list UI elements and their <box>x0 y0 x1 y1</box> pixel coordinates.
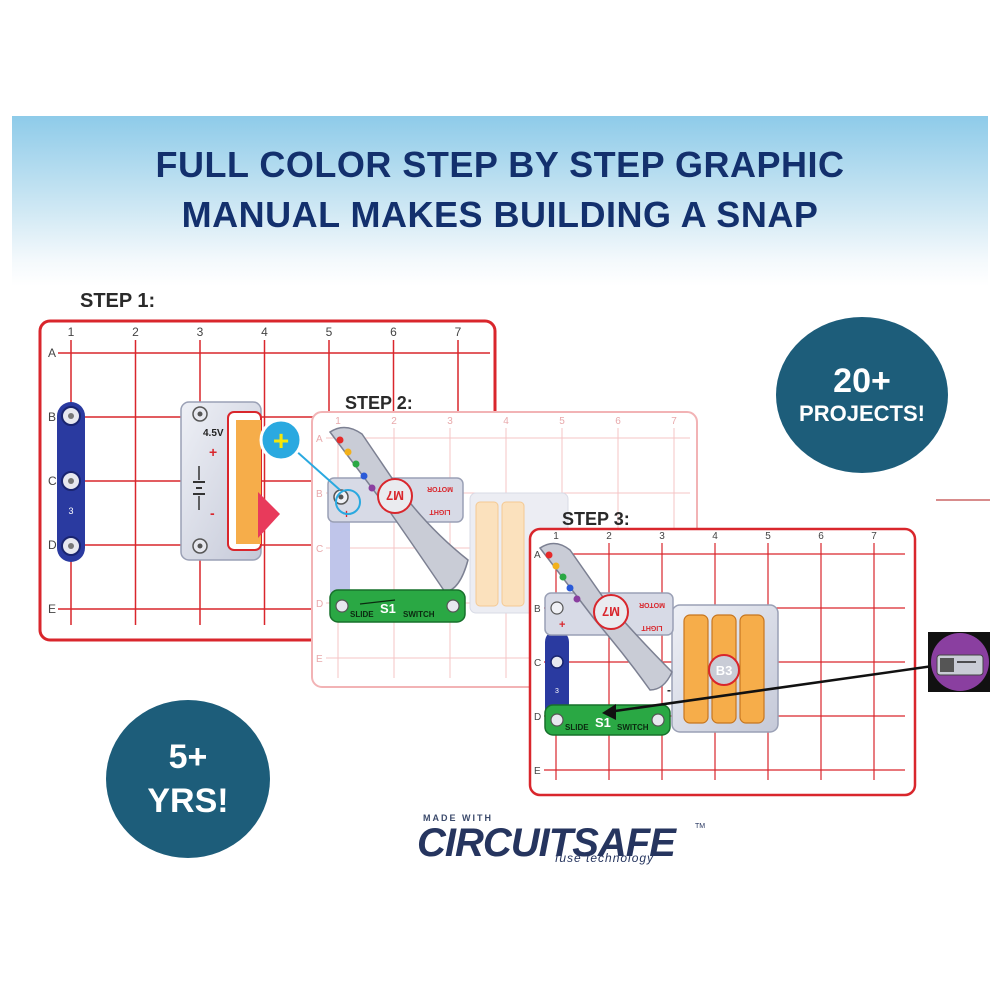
circuitsafe-logo: MADE WITH CIRCUITSAFE TM fuse technology <box>415 813 715 873</box>
grid-column-label: 7 <box>455 325 462 339</box>
blue-wire-3: 3 <box>57 402 85 562</box>
grid-row-label: C <box>48 474 57 488</box>
switch-slide-text: SLIDE <box>350 610 374 619</box>
grid-row-label: D <box>48 538 57 552</box>
grid-column-label: 3 <box>197 325 204 339</box>
grid-column-label: 1 <box>335 416 341 427</box>
motor-text-step3: MOTOR <box>639 601 665 608</box>
motor-text-step2: MOTOR <box>427 485 453 492</box>
grid-row-label: A <box>316 434 323 445</box>
logo-tm: TM <box>695 823 706 830</box>
arrow-pointer-icon <box>602 704 616 720</box>
logo-made-with: MADE WITH <box>423 813 493 823</box>
projects-badge: 20+ PROJECTS! <box>776 317 948 473</box>
projects-count: 20+ <box>833 362 891 400</box>
headline-line1: FULL COLOR STEP BY STEP GRAPHIC <box>155 144 845 185</box>
wire-number-step3: 3 <box>555 688 559 695</box>
grid-row-label: B <box>48 410 56 424</box>
age-value: 5+ <box>168 738 208 776</box>
grid-column-label: 4 <box>261 325 268 339</box>
switch-id-text: S1 <box>380 601 396 616</box>
logo-brand: CIRCUITSAFE <box>417 821 676 865</box>
light-text-step2: LIGHT <box>429 508 451 515</box>
grid-column-label: 5 <box>765 531 771 542</box>
grid-row-label: C <box>534 658 541 669</box>
grid-column-label: 2 <box>606 531 612 542</box>
grid-column-label: 4 <box>503 416 509 427</box>
switch-word-text-step3: SWITCH <box>617 723 649 732</box>
age-unit: YRS! <box>147 782 229 820</box>
battery-b3-minus: - <box>667 683 671 697</box>
grid-column-label: 7 <box>871 531 877 542</box>
grid-column-label: 3 <box>659 531 665 542</box>
arrow-right-icon <box>258 492 280 538</box>
battery-plus: + <box>209 444 217 460</box>
grid-row-label: A <box>48 346 56 360</box>
step2-label: STEP 2: <box>345 393 413 413</box>
grid-column-label: 6 <box>818 531 824 542</box>
grid-column-label: 7 <box>671 416 677 427</box>
grid-row-label: C <box>316 544 323 555</box>
battery-b3-label: B3 <box>716 663 733 678</box>
grid-column-label: 3 <box>447 416 453 427</box>
grid-column-label: 4 <box>712 531 718 542</box>
grid-row-label: E <box>534 766 541 777</box>
grid-row-label: B <box>534 604 541 615</box>
grid-row-label: E <box>48 602 56 616</box>
grid-column-label: 6 <box>615 416 621 427</box>
plus-callout <box>259 418 303 462</box>
wire-number: 3 <box>68 506 73 516</box>
step1-label: STEP 1: <box>80 290 156 312</box>
switch-id-text-step3: S1 <box>595 715 611 730</box>
motor-m7-step2: M7 <box>386 488 404 503</box>
motor-plus-step3: + <box>559 619 565 631</box>
grid-column-label: 5 <box>326 325 333 339</box>
grid-row-label: B <box>316 489 323 500</box>
grid-column-label: 2 <box>391 416 397 427</box>
header-banner <box>12 116 988 286</box>
light-text-step3: LIGHT <box>641 624 663 631</box>
grid-row-label: E <box>316 654 323 665</box>
headline: FULL COLOR STEP BY STEP GRAPHIC MANUAL M… <box>12 140 988 240</box>
slide-switch-step3: SLIDE S1 SWITCH <box>544 704 671 736</box>
grid-column-label: 6 <box>390 325 397 339</box>
age-badge: 5+ YRS! <box>106 700 270 858</box>
step3-board: 1 2 3 4 5 6 7 A B C D E 3 B3 - + M7 MOTOR LIGHT <box>528 527 941 797</box>
switch-word-text: SWITCH <box>403 610 435 619</box>
grid-column-label: 1 <box>68 325 75 339</box>
battery-b3: B3 - <box>667 604 779 733</box>
grid-column-label: 1 <box>553 531 559 542</box>
switch-callout <box>928 632 990 692</box>
motor-m7-step3: M7 <box>602 604 620 619</box>
battery-holder: 4.5V + - <box>180 401 262 561</box>
switch-slide-text-step3: SLIDE <box>565 723 589 732</box>
projects-label: PROJECTS! <box>799 401 925 426</box>
step3-label: STEP 3: <box>562 509 630 529</box>
slide-switch-step2: SLIDE S1 SWITCH <box>329 589 466 623</box>
battery-voltage: 4.5V <box>203 428 224 439</box>
grid-row-label: A <box>534 550 541 561</box>
grid-column-label: 5 <box>559 416 565 427</box>
battery-minus: - <box>210 505 215 521</box>
grid-row-label: D <box>316 599 323 610</box>
plus-callout-icon: + <box>273 425 289 456</box>
headline-line2: MANUAL MAKES BUILDING A SNAP <box>181 194 819 235</box>
grid-column-label: 2 <box>132 325 139 339</box>
grid-row-label: D <box>534 712 541 723</box>
logo-tagline: fuse technology <box>555 851 655 865</box>
